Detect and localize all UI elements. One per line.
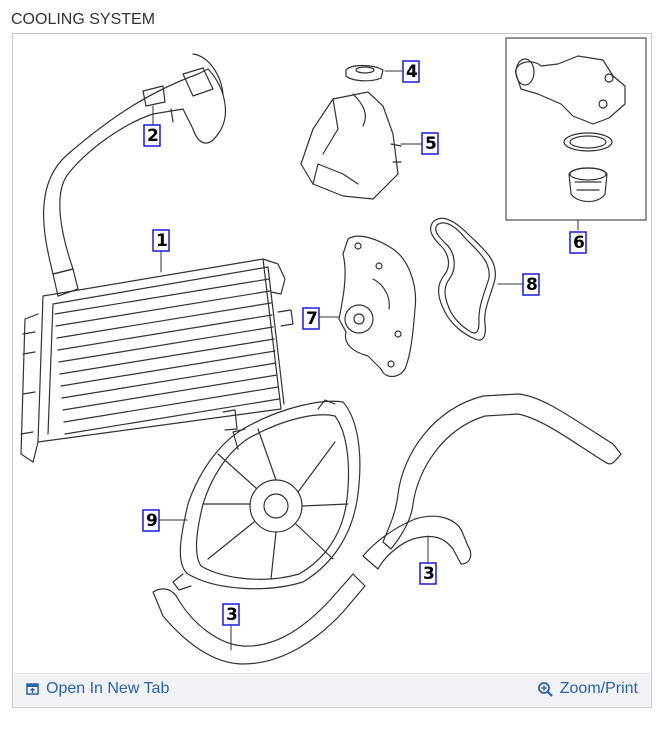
reservoir-cap — [345, 64, 384, 82]
callout-3b-box — [419, 562, 437, 585]
diagram-footer: Open In New Tab Zoom/Print — [14, 673, 650, 706]
radiator-hose-lower — [152, 573, 366, 665]
coolant-reservoir — [300, 91, 402, 200]
zoom-print-link[interactable]: Zoom/Print — [537, 680, 638, 698]
cooling-system-diagram: 2 1 4 5 6 8 7 9 3 3 — [20, 37, 647, 665]
open-in-new-tab-link[interactable]: Open In New Tab — [26, 680, 169, 698]
diagram-frame: 2 1 4 5 6 8 7 9 3 3 — [12, 33, 652, 708]
radiator — [20, 258, 294, 463]
callout-3a: 3 — [226, 605, 238, 625]
thermostat-inset — [505, 37, 647, 221]
callout-7-box — [302, 307, 320, 330]
cooling-fan-assembly — [172, 399, 361, 591]
radiator-hose-right — [362, 393, 622, 570]
zoom-print-label: Zoom/Print — [559, 680, 638, 697]
upper-hose — [43, 53, 227, 297]
callout-9: 9 — [146, 511, 158, 531]
callout-5: 5 — [425, 134, 437, 154]
callout-8-box — [522, 273, 540, 296]
callout-4-box — [402, 60, 420, 83]
callout-1-box — [152, 229, 170, 252]
callout-5-box — [421, 132, 439, 155]
callout-9-box — [142, 509, 160, 532]
callout-4: 4 — [406, 62, 418, 82]
open-in-new-tab-label: Open In New Tab — [46, 680, 170, 697]
callout-6-box — [569, 231, 587, 254]
callout-2: 2 — [147, 126, 159, 146]
callout-3a-box — [222, 603, 240, 626]
page-title: COOLING SYSTEM — [11, 11, 156, 28]
water-pump — [338, 235, 417, 378]
open-in-new-tab-icon — [26, 683, 39, 695]
callout-3b: 3 — [423, 564, 435, 584]
callout-7: 7 — [306, 309, 318, 329]
callout-2-box — [143, 124, 161, 147]
callout-6: 6 — [573, 233, 585, 253]
callout-labels: 2 1 4 5 6 8 7 9 3 3 — [142, 60, 587, 626]
callout-8: 8 — [526, 275, 538, 295]
callout-1: 1 — [156, 231, 168, 251]
zoom-magnifier-icon — [537, 681, 553, 697]
water-pump-gasket — [429, 217, 496, 341]
